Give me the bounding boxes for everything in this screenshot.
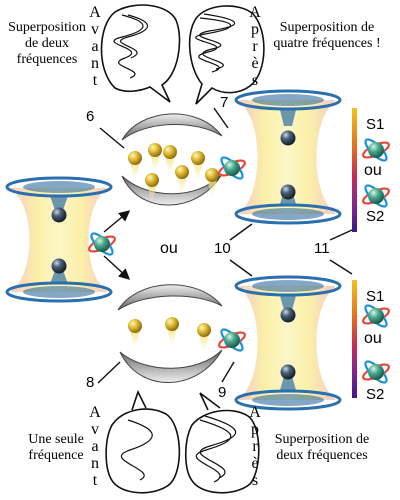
label-6: 6 <box>86 108 95 125</box>
teal-atom-s2-top <box>360 181 392 211</box>
label-11: 11 <box>314 240 330 257</box>
caption-bottom-right: Superposition de deux fréquences <box>274 432 370 464</box>
callout-lines <box>97 107 353 384</box>
arrow-up <box>103 210 131 233</box>
label-s2-top: S2 <box>366 208 385 225</box>
trap-left <box>5 176 113 303</box>
label-s2-bottom: S2 <box>366 386 385 403</box>
bubble-top-left <box>100 4 181 103</box>
ou-right-bottom: ou <box>364 330 382 347</box>
bubble-bottom-left <box>105 389 181 494</box>
spectrum-bar-bottom <box>352 280 357 398</box>
label-s1-bottom: S1 <box>366 288 385 305</box>
arrow-down <box>103 255 131 280</box>
teal-atom-left <box>86 229 118 259</box>
label-9: 9 <box>218 384 227 401</box>
teal-atom-s1-top <box>360 135 392 165</box>
caption-top-left: Superposition de deux fréquences <box>8 20 86 68</box>
teal-atom-bottom <box>216 325 248 355</box>
caption-bottom-left: Une seule fréquence <box>28 432 84 464</box>
label-8: 8 <box>86 374 95 391</box>
ou-right-top: ou <box>364 162 382 179</box>
caption-top-right: Superposition de quatre fréquences ! <box>273 20 381 52</box>
cavity-top <box>121 113 223 206</box>
ou-center: ou <box>160 240 178 257</box>
cavity-bottom <box>117 284 223 383</box>
bubble-top-right <box>188 5 265 105</box>
label-10: 10 <box>214 240 231 257</box>
label-s1-top: S1 <box>366 116 385 133</box>
label-7: 7 <box>220 94 229 111</box>
spectrum-bar-top <box>352 108 357 232</box>
teal-atom-top <box>216 153 248 183</box>
teal-atom-s1-bottom <box>360 301 392 331</box>
bubble-bottom-right <box>184 392 260 494</box>
teal-atom-s2-bottom <box>360 357 392 387</box>
trap-top-right <box>234 89 342 225</box>
trap-bottom-right <box>234 275 342 411</box>
